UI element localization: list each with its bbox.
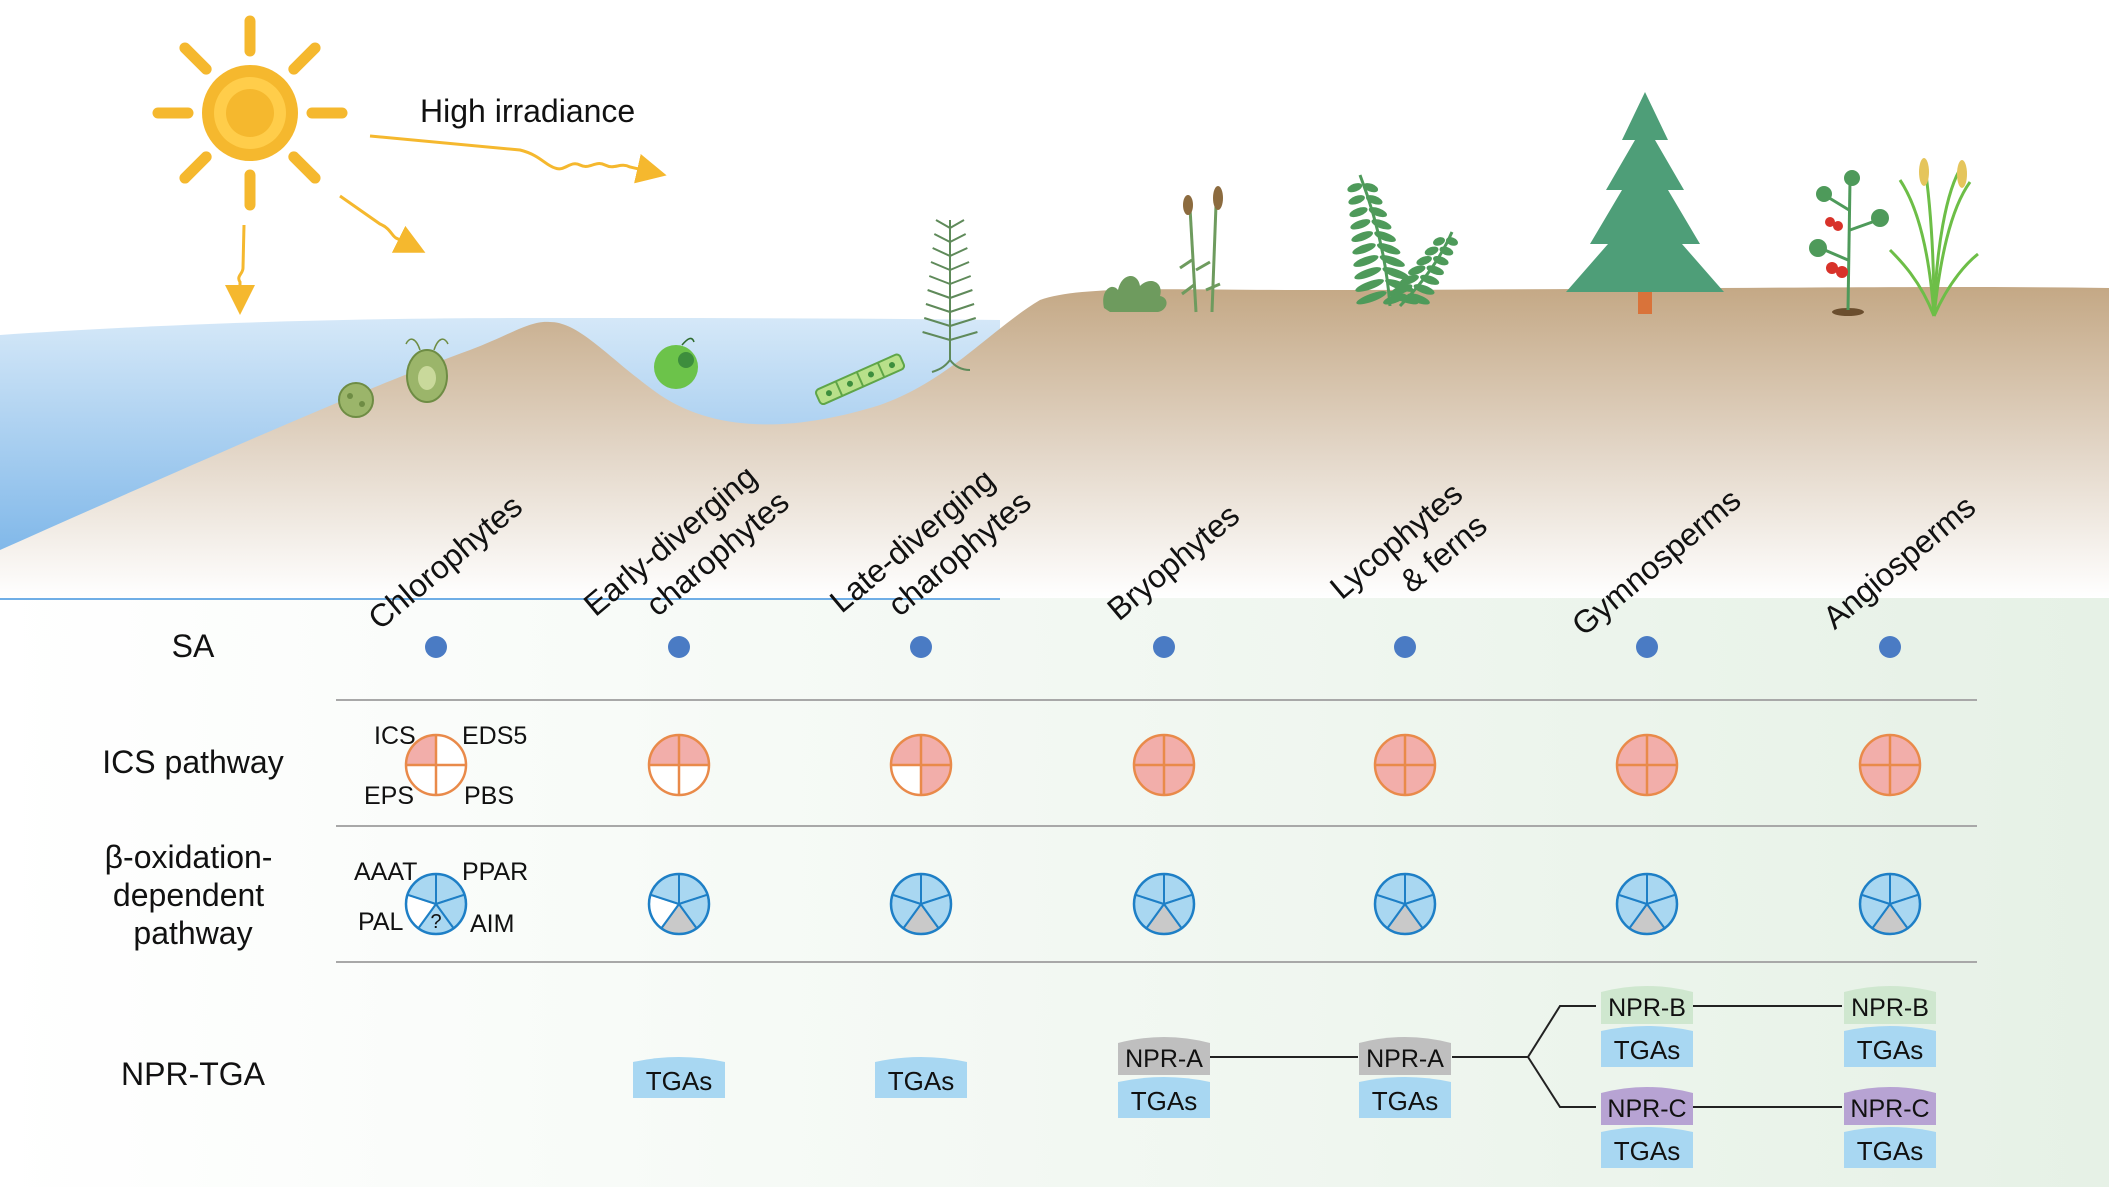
moss-icon xyxy=(1179,186,1223,313)
sa-dot xyxy=(1879,636,1901,658)
tga-label: TGAs xyxy=(1131,1086,1197,1116)
sa-dot xyxy=(1153,636,1175,658)
fern-icon xyxy=(1347,174,1458,308)
npr-c-box: NPR-C xyxy=(1601,1087,1693,1125)
npr-b-box-label: NPR-B xyxy=(1608,994,1686,1022)
enzyme-ppar: PPAR xyxy=(462,858,528,886)
tga-label: TGAs xyxy=(1614,1035,1680,1065)
npr-b-box: NPR-B xyxy=(1601,986,1693,1024)
beta-oxidation-pie xyxy=(1615,872,1679,936)
sa-dot xyxy=(910,636,932,658)
npr-c-box-label: NPR-C xyxy=(1850,1095,1929,1123)
tga-box: TGAs xyxy=(1844,1026,1936,1067)
land-terrain xyxy=(0,287,2109,598)
npr-a-box: NPR-A xyxy=(1118,1037,1210,1075)
npr-a-box-label: NPR-A xyxy=(1125,1045,1203,1073)
enzyme-ics: ICS xyxy=(374,722,416,750)
npr-c-box: NPR-C xyxy=(1844,1087,1936,1125)
beta-oxidation-pie xyxy=(1858,872,1922,936)
npr-c-box-label: NPR-C xyxy=(1607,1095,1686,1123)
ics-pathway-pie xyxy=(647,733,711,797)
beta-oxidation-pie xyxy=(647,872,711,936)
enzyme-eps: EPS xyxy=(364,782,414,810)
row-label-ics: ICS pathway xyxy=(102,744,283,780)
sun-icon xyxy=(152,15,348,211)
npr-b-box-label: NPR-B xyxy=(1851,994,1929,1022)
grass-plant-icon xyxy=(1888,158,1979,317)
tga-label: TGAs xyxy=(646,1066,712,1096)
enzyme-aim: AIM xyxy=(470,910,514,938)
beta-oxidation-pie xyxy=(1373,872,1437,936)
tga-label: TGAs xyxy=(1372,1086,1438,1116)
tga-box: TGAs xyxy=(875,1057,967,1098)
tga-box: TGAs xyxy=(1844,1127,1936,1168)
sa-dot xyxy=(425,636,447,658)
ics-pathway-pie xyxy=(1132,733,1196,797)
unknown-enzyme-mark: ? xyxy=(430,911,441,933)
tga-box: TGAs xyxy=(633,1057,725,1098)
early-charophyte-alga-icon xyxy=(654,337,698,389)
enzyme-eds5: EDS5 xyxy=(462,722,527,750)
light-rays xyxy=(225,134,667,315)
tga-label: TGAs xyxy=(1857,1136,1923,1166)
tga-box: TGAs xyxy=(1601,1026,1693,1067)
ics-pathway-pie xyxy=(404,733,468,797)
irradiance-label: High irradiance xyxy=(420,93,635,129)
conifer-tree-icon xyxy=(1566,92,1724,314)
row-label-npr: NPR-TGA xyxy=(121,1056,266,1092)
table-background xyxy=(0,598,2109,1187)
row-label-sa: SA xyxy=(172,628,215,664)
npr-b-box: NPR-B xyxy=(1844,986,1936,1024)
ics-pathway-pie xyxy=(1858,733,1922,797)
npr-lineage-lines xyxy=(1206,1005,1842,1108)
row-label-beta-line-2: dependent xyxy=(113,877,264,913)
tomato-plant-icon xyxy=(1809,170,1889,316)
tga-box: TGAs xyxy=(1601,1127,1693,1168)
tga-label: TGAs xyxy=(1857,1035,1923,1065)
npr-a-box-label: NPR-A xyxy=(1366,1045,1444,1073)
chlorophyte-algae-icon xyxy=(338,338,449,418)
liverwort-icon xyxy=(1103,275,1167,312)
beta-oxidation-pie xyxy=(1132,872,1196,936)
row-label-beta: β-oxidation- dependent pathway xyxy=(105,839,282,951)
enzyme-pal: PAL xyxy=(358,908,403,936)
tga-label: TGAs xyxy=(888,1066,954,1096)
sa-dot xyxy=(1394,636,1416,658)
sa-dot xyxy=(668,636,690,658)
beta-oxidation-pie: ? xyxy=(404,872,468,936)
ics-pathway-pie xyxy=(889,733,953,797)
npr-a-box: NPR-A xyxy=(1359,1037,1451,1075)
ics-pathway-pie xyxy=(1373,733,1437,797)
ics-pathway-pie xyxy=(1615,733,1679,797)
tga-label: TGAs xyxy=(1614,1136,1680,1166)
enzyme-pbs: PBS xyxy=(464,782,514,810)
row-label-beta-line-1: β-oxidation- xyxy=(105,839,273,875)
tga-box: TGAs xyxy=(1359,1077,1451,1118)
chara-plant-icon xyxy=(922,219,978,373)
enzyme-aaat: AAAT xyxy=(354,858,417,886)
sa-dot xyxy=(1636,636,1658,658)
tga-box: TGAs xyxy=(1118,1077,1210,1118)
beta-oxidation-pie xyxy=(889,872,953,936)
filamentous-alga-icon xyxy=(815,353,906,406)
row-label-beta-line-3: pathway xyxy=(133,915,252,951)
